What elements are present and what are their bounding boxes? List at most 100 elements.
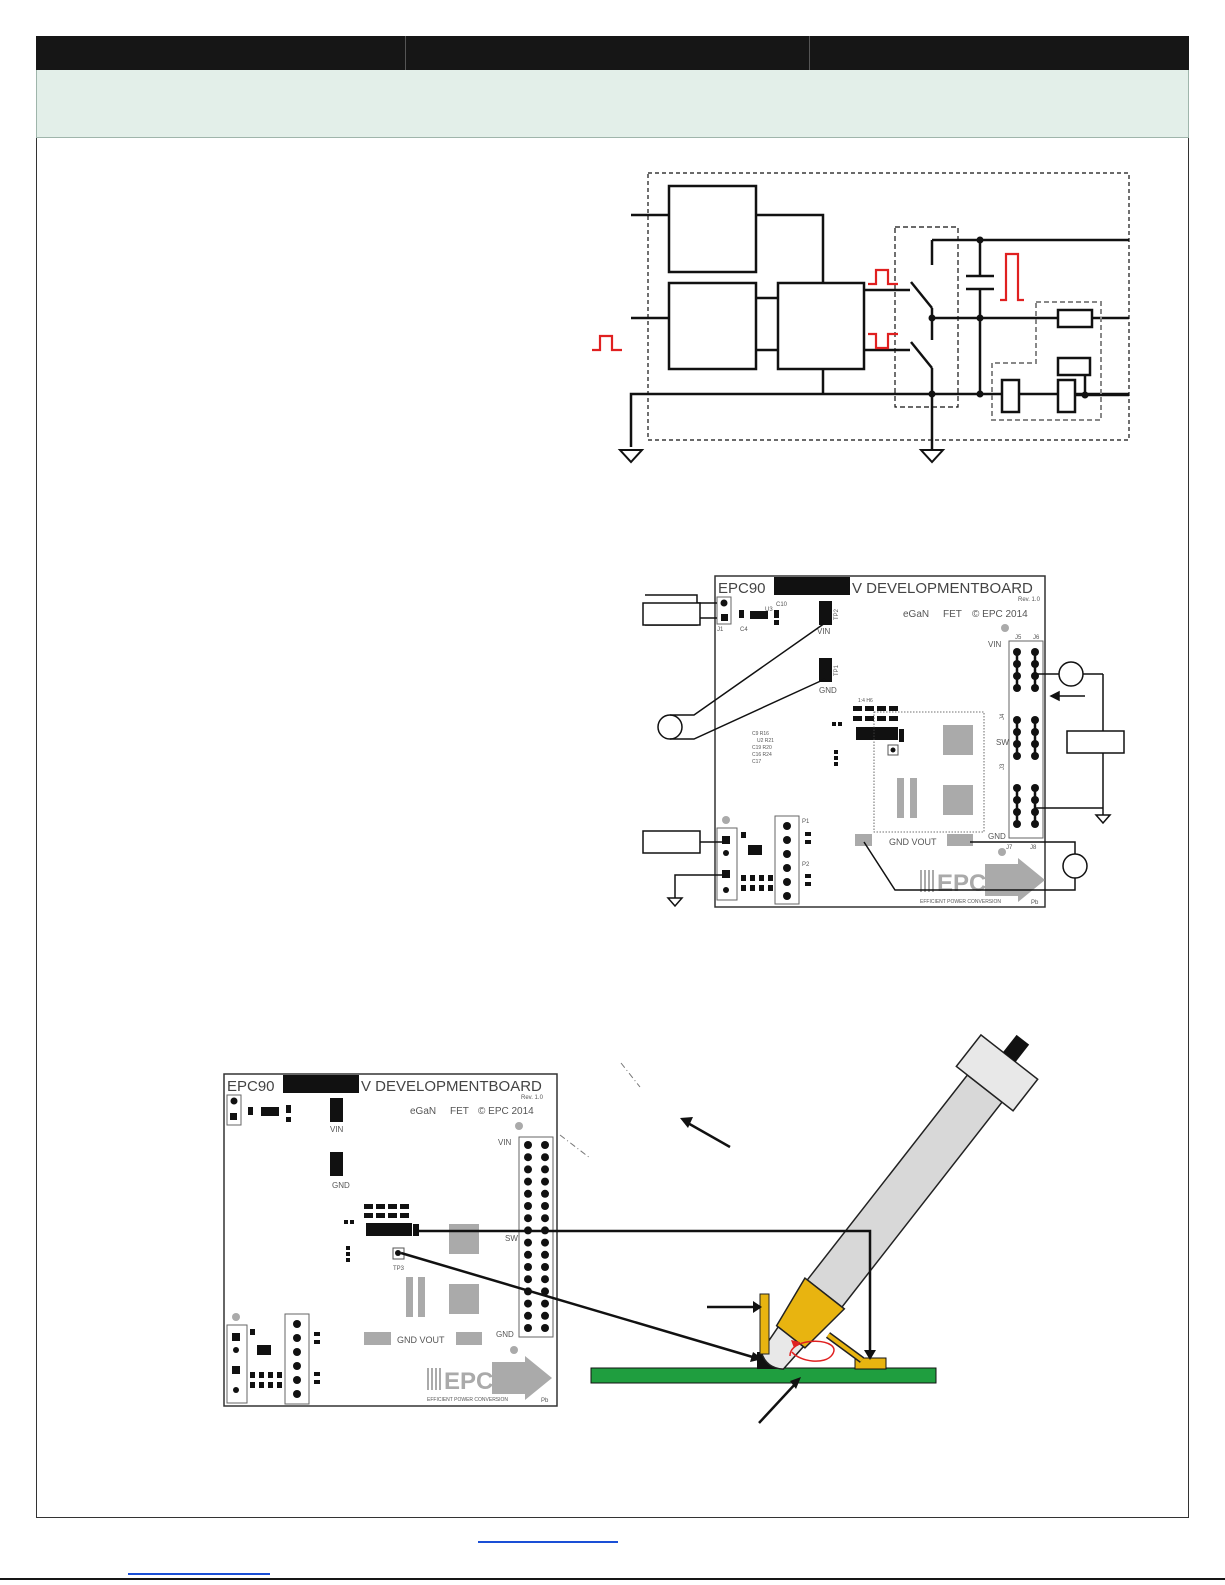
pcb-bottom-sw: SW [505, 1234, 518, 1243]
header-pin [524, 1177, 532, 1186]
header-pin [541, 1299, 549, 1308]
header-pin [541, 1287, 549, 1296]
ground-symbol-left [617, 449, 645, 464]
pcb-bottom-gnd-vout: GND VOUT [397, 1335, 445, 1345]
pcb-top-j1: J1 [717, 627, 724, 633]
block-top-left [667, 184, 758, 274]
gate-high-waveform [868, 268, 898, 286]
header-pin [541, 1177, 549, 1186]
svg-text:C9 R16: C9 R16 [752, 731, 769, 737]
pcb-bottom-egan: eGaN [410, 1106, 436, 1117]
header-pin [541, 1238, 549, 1247]
header-cell-middle [406, 36, 810, 70]
title-banner [36, 70, 1189, 138]
pcb-bottom-title-redaction [283, 1075, 359, 1093]
header-pin [524, 1299, 532, 1308]
pcb-top-j5: J5 [1015, 635, 1022, 641]
header-pin [541, 1189, 549, 1198]
header-pin [541, 1165, 549, 1174]
pcb-top-pb: Pb [1031, 900, 1039, 906]
ext-block-j1 [642, 602, 701, 626]
page-bottom-rule [0, 1578, 1225, 1580]
pcb-top-c10: C10 [776, 602, 788, 608]
pcb-top-copyright: © EPC 2014 [972, 609, 1028, 620]
cap-block-a [1000, 378, 1021, 414]
pcb-cross-section [590, 1367, 937, 1384]
pcb-top-footprint: 1:4 H6 [858, 698, 873, 704]
header-pin [541, 1250, 549, 1259]
pcb-bottom-outline [223, 1073, 558, 1407]
footer-link[interactable] [478, 1541, 618, 1543]
output-resistor [1056, 308, 1094, 329]
pcb-bottom-logo: EPC [444, 1368, 493, 1395]
pcb-bottom-fet: FET [450, 1106, 469, 1117]
pcb-top-header-gnd: GND [988, 832, 1006, 841]
switch-node-waveform [1000, 252, 1024, 302]
svg-text:U2 R21: U2 R21 [757, 738, 774, 744]
ground-symbol-right [918, 449, 946, 464]
header-pin [524, 1141, 532, 1149]
pcb-top-j6: J6 [1033, 635, 1040, 641]
pcb-top-j4: J4 [1000, 713, 1006, 720]
pcb-bottom-logo-sub: EFFICIENT POWER CONVERSION [427, 1397, 508, 1403]
header-pin [524, 1250, 532, 1259]
pcb-bottom-gnd-label: GND [332, 1181, 350, 1190]
pcb-top-title-right: V DEVELOPMENTBOARD [852, 580, 1033, 597]
pcb-bottom-vin-label: VIN [330, 1125, 344, 1134]
pcb-top-title-redaction [774, 577, 850, 595]
pwm-input-waveform [592, 334, 622, 352]
svg-text:C17: C17 [752, 759, 761, 765]
pcb-top-p2: P2 [802, 862, 810, 868]
header-pin [524, 1275, 532, 1284]
cap-block-c [1056, 356, 1092, 377]
header-pin [541, 1263, 549, 1271]
output-filter-box [991, 301, 1102, 421]
pcb-top-outline [714, 575, 1046, 908]
header-pin [524, 1165, 532, 1174]
pcb-top-rev: Rev. 1.0 [1018, 597, 1041, 603]
pcb-top-header-vin: VIN [988, 640, 1002, 649]
half-bridge-box [894, 226, 959, 408]
header-pin [541, 1275, 549, 1284]
header-pin [524, 1189, 532, 1198]
pcb-bottom-title-right: V DEVELOPMENTBOARD [361, 1078, 542, 1095]
pcb-bottom-tp3: TP3 [393, 1266, 405, 1272]
pcb-bottom-title-left: EPC90 [227, 1078, 275, 1095]
header-cell-left [36, 36, 406, 70]
diagram-boundary [647, 172, 1130, 441]
page-bottom-link[interactable] [128, 1573, 270, 1575]
header-pin [524, 1324, 532, 1332]
pcb-top-fet: FET [943, 609, 962, 620]
header-pin [524, 1153, 532, 1162]
pcb-top-logo: EPC [937, 870, 986, 897]
header-pin [524, 1311, 532, 1320]
pcb-top-dotted-region [873, 711, 985, 833]
header-pin [541, 1311, 549, 1320]
header-pin [541, 1324, 549, 1332]
pcb-top-logo-bars [920, 870, 934, 892]
pcb-top-j8: J8 [1030, 845, 1037, 851]
pcb-top-title-left: EPC90 [718, 580, 766, 597]
header-bar [36, 36, 1189, 70]
pcb-bottom-header-vin: VIN [498, 1138, 512, 1147]
pcb-top-vin-label: VIN [817, 627, 831, 636]
pcb-top-gnd-vout: GND VOUT [889, 837, 937, 847]
header-pin [524, 1214, 532, 1223]
pcb-bottom-copyright: © EPC 2014 [478, 1106, 534, 1117]
pcb-top-p1: P1 [802, 819, 810, 825]
pcb-bottom-rev: Rev. 1.0 [521, 1095, 544, 1101]
pcb-top-j3: J3 [1000, 763, 1006, 770]
block-bottom-left [667, 281, 758, 371]
header-pin [524, 1263, 532, 1271]
content-frame [36, 138, 1189, 1518]
header-pin [541, 1214, 549, 1223]
pcb-top-sw: SW [996, 738, 1009, 747]
pcb-top-egan: eGaN [903, 609, 929, 620]
pcb-bottom-pb: Pb [541, 1398, 549, 1404]
pcb-top-u3: U3 [765, 607, 773, 613]
pcb-bottom-header-gnd: GND [496, 1330, 514, 1339]
pcb-top-tp1: TP1 [834, 664, 840, 676]
